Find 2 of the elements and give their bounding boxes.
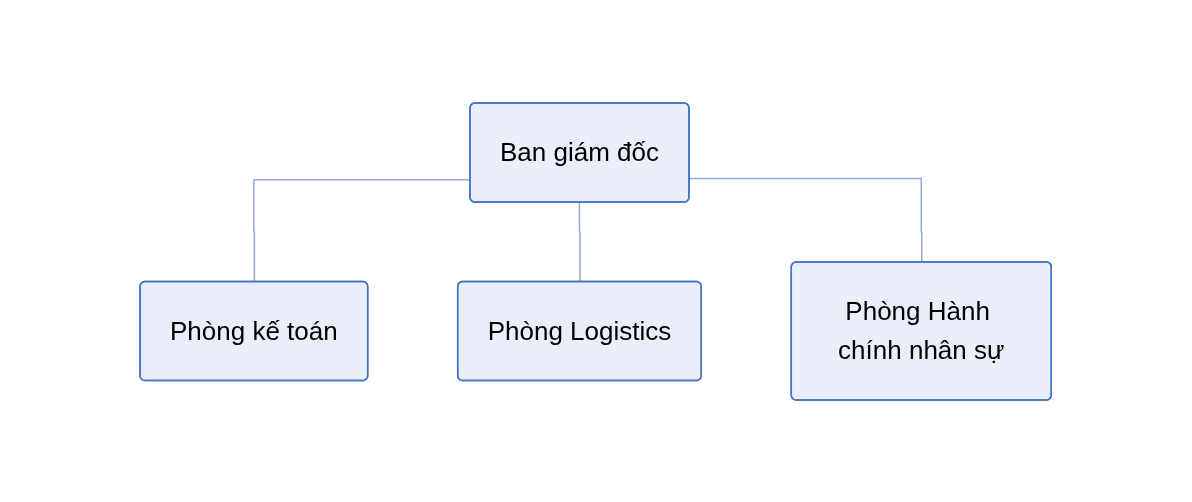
connector — [579, 201, 582, 283]
connector — [689, 177, 923, 263]
